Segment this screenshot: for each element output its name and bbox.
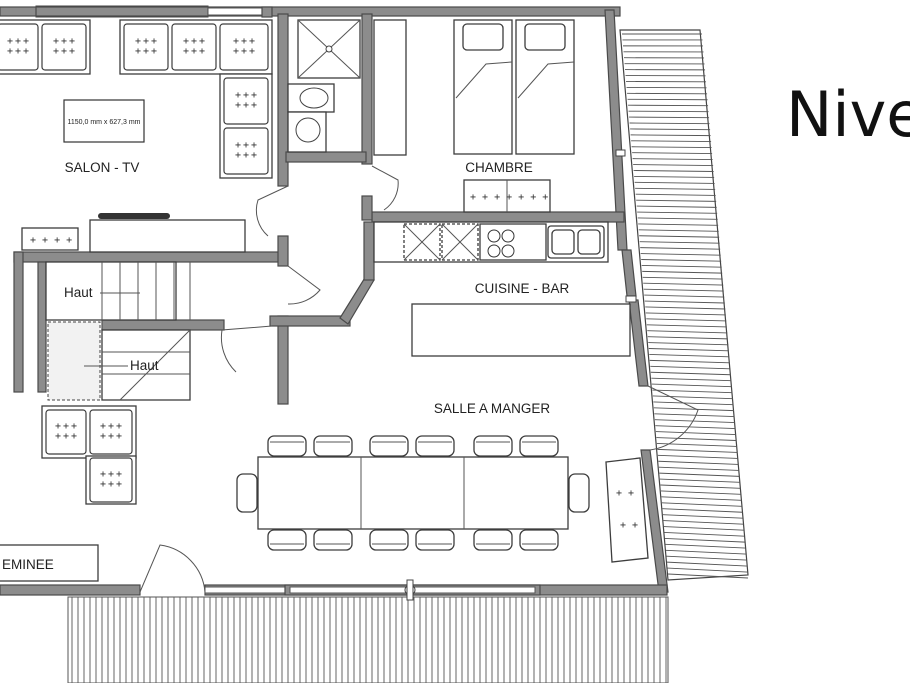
svg-text:+ + + + + + +: + + + + + + + <box>470 192 548 203</box>
beds <box>453 19 575 155</box>
svg-text:+: + <box>249 36 255 47</box>
svg-text:+: + <box>63 431 69 442</box>
svg-text:+: + <box>53 36 59 47</box>
svg-text:+: + <box>243 100 249 111</box>
bar-counter <box>411 303 631 357</box>
svg-text:+: + <box>100 469 106 480</box>
svg-text:+: + <box>143 46 149 57</box>
svg-text:+: + <box>100 431 106 442</box>
svg-text:+: + <box>71 421 77 432</box>
svg-text:+: + <box>116 421 122 432</box>
svg-text:+: + <box>116 431 122 442</box>
label-chambre: CHAMBRE <box>465 160 533 175</box>
tv-dimension-box: 1150,0 mm x 627,3 mm <box>63 99 145 143</box>
svg-text:+: + <box>7 36 13 47</box>
doors <box>139 165 699 593</box>
fireplace: EMINEE <box>0 544 99 582</box>
svg-text:+: + <box>251 90 257 101</box>
svg-text:+: + <box>15 36 21 47</box>
svg-text:+: + <box>151 46 157 57</box>
svg-text:+: + <box>69 36 75 47</box>
svg-text:1150,0 mm x 627,3 mm: 1150,0 mm x 627,3 mm <box>67 119 140 126</box>
svg-text:+: + <box>55 431 61 442</box>
tv-console: + + + + <box>21 213 246 253</box>
svg-text:+: + <box>241 46 247 57</box>
svg-text:Haut: Haut <box>130 358 159 373</box>
svg-text:Haut: Haut <box>64 285 93 300</box>
svg-text:+: + <box>23 36 29 47</box>
svg-text:+: + <box>183 46 189 57</box>
dining-sofa: ++++++++++++++++++ <box>41 405 137 505</box>
svg-text:+: + <box>100 479 106 490</box>
svg-text:+: + <box>69 46 75 57</box>
svg-text:+: + <box>61 46 67 57</box>
svg-text:+: + <box>183 36 189 47</box>
svg-text:+: + <box>249 46 255 57</box>
svg-text:+: + <box>135 46 141 57</box>
staircase: Haut Haut <box>45 261 191 401</box>
svg-text:+: + <box>199 36 205 47</box>
svg-text:+: + <box>15 46 21 57</box>
svg-text:+: + <box>235 90 241 101</box>
svg-text:+: + <box>53 46 59 57</box>
svg-text:+: + <box>116 469 122 480</box>
kitchen-counter <box>373 221 609 263</box>
svg-text:+: + <box>243 90 249 101</box>
svg-text:+: + <box>251 150 257 161</box>
svg-text:+: + <box>251 140 257 151</box>
svg-text:+ + + +: + + + + <box>30 235 72 246</box>
bathroom <box>287 19 407 156</box>
label-cuisine: CUISINE - BAR <box>475 281 570 296</box>
svg-text:+: + <box>55 421 61 432</box>
dining-table <box>236 435 590 551</box>
bottom-terrace <box>71 597 667 683</box>
svg-text:+: + <box>235 150 241 161</box>
svg-text:+: + <box>241 36 247 47</box>
label-salle: SALLE A MANGER <box>434 401 551 416</box>
svg-text:+: + <box>61 36 67 47</box>
svg-text:+: + <box>191 36 197 47</box>
svg-text:+: + <box>235 140 241 151</box>
svg-text:+: + <box>108 421 114 432</box>
svg-text:+: + <box>143 36 149 47</box>
label-salon: SALON - TV <box>65 160 140 175</box>
svg-text:+: + <box>243 150 249 161</box>
svg-text:+: + <box>71 431 77 442</box>
svg-text:+: + <box>7 46 13 57</box>
svg-text:+: + <box>63 421 69 432</box>
sideboard: + + + + <box>605 457 649 563</box>
svg-text:+: + <box>135 36 141 47</box>
svg-text:+: + <box>108 431 114 442</box>
svg-text:+: + <box>251 100 257 111</box>
svg-text:+: + <box>191 46 197 57</box>
svg-text:+: + <box>108 479 114 490</box>
right-balcony <box>619 29 749 581</box>
svg-text:+ +: + + <box>616 488 634 499</box>
svg-text:+: + <box>233 46 239 57</box>
salon-sofa-side: ++++++++++++ <box>219 73 273 179</box>
svg-text:+: + <box>100 421 106 432</box>
page-title: Nive <box>786 78 910 151</box>
svg-text:+: + <box>108 469 114 480</box>
svg-text:+: + <box>23 46 29 57</box>
svg-text:+: + <box>235 100 241 111</box>
svg-text:+: + <box>233 36 239 47</box>
dresser: + + + + + + + <box>463 179 551 213</box>
svg-text:+: + <box>199 46 205 57</box>
svg-text:+: + <box>243 140 249 151</box>
svg-text:+: + <box>151 36 157 47</box>
salon-sofa: ++++++++++++++++++++++++++++++ <box>0 19 273 75</box>
svg-text:EMINEE: EMINEE <box>2 557 54 572</box>
svg-text:+: + <box>116 479 122 490</box>
svg-text:+ +: + + <box>620 520 638 531</box>
